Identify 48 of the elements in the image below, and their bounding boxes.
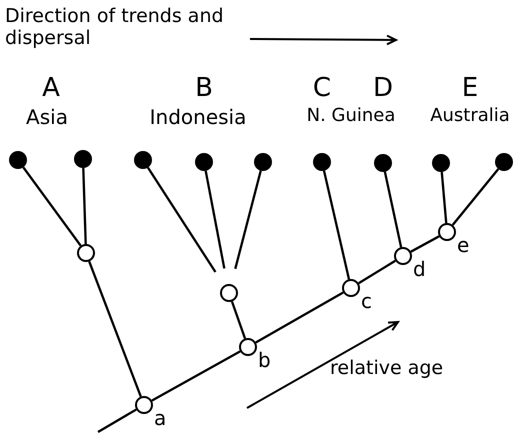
region-label: Australia xyxy=(430,106,510,127)
branch-tip-dot xyxy=(313,153,331,171)
branch-line xyxy=(151,350,241,402)
node-letter: a xyxy=(154,407,166,430)
group-letter: E xyxy=(462,74,478,104)
branch-line xyxy=(234,170,262,270)
branch-node-circle xyxy=(239,338,257,356)
branch-node-circle xyxy=(220,284,238,302)
branch-tip-dot xyxy=(432,154,450,172)
branch-line xyxy=(440,172,448,224)
region-label: Asia xyxy=(26,106,68,129)
node-letter: c xyxy=(361,290,372,313)
group-letter: A xyxy=(42,74,60,104)
branch-line xyxy=(82,168,87,244)
branch-tip-dot xyxy=(134,151,152,169)
region-label: N. Guinea xyxy=(306,106,396,127)
node-letter: d xyxy=(413,258,426,281)
branch-node-circle xyxy=(342,279,360,297)
branch-line xyxy=(410,235,440,253)
annotation-text: Direction of trends and dispersal xyxy=(5,6,225,50)
branch-node-circle xyxy=(77,244,95,262)
branch-node-circle xyxy=(135,396,153,414)
group-letter: B xyxy=(195,74,213,104)
branch-line xyxy=(452,168,500,226)
branch-line xyxy=(22,166,82,246)
node-letter: e xyxy=(457,234,470,257)
branch-line xyxy=(146,166,216,273)
branch-tip-dot xyxy=(9,151,27,169)
branch-tip-dot xyxy=(254,153,272,171)
branch-line xyxy=(230,301,246,339)
branch-line xyxy=(322,170,350,280)
branch-line xyxy=(88,261,142,397)
branch-node-circle xyxy=(394,247,412,265)
region-label: Indonesia xyxy=(150,106,246,129)
branch-tip-dot xyxy=(195,153,213,171)
branch-tip-dot xyxy=(374,154,392,172)
group-letter: D xyxy=(372,74,394,104)
branch-line xyxy=(384,172,402,248)
branch-line xyxy=(97,408,137,433)
branch-line xyxy=(358,260,396,284)
branch-line xyxy=(255,291,344,344)
branch-tip-dot xyxy=(495,153,513,171)
axis-caption: relative age xyxy=(330,358,444,380)
branch-node-circle xyxy=(438,223,456,241)
node-letter: b xyxy=(258,349,271,372)
group-letter: C xyxy=(312,74,332,104)
branch-line xyxy=(204,170,226,269)
branch-tip-dot xyxy=(74,150,92,168)
